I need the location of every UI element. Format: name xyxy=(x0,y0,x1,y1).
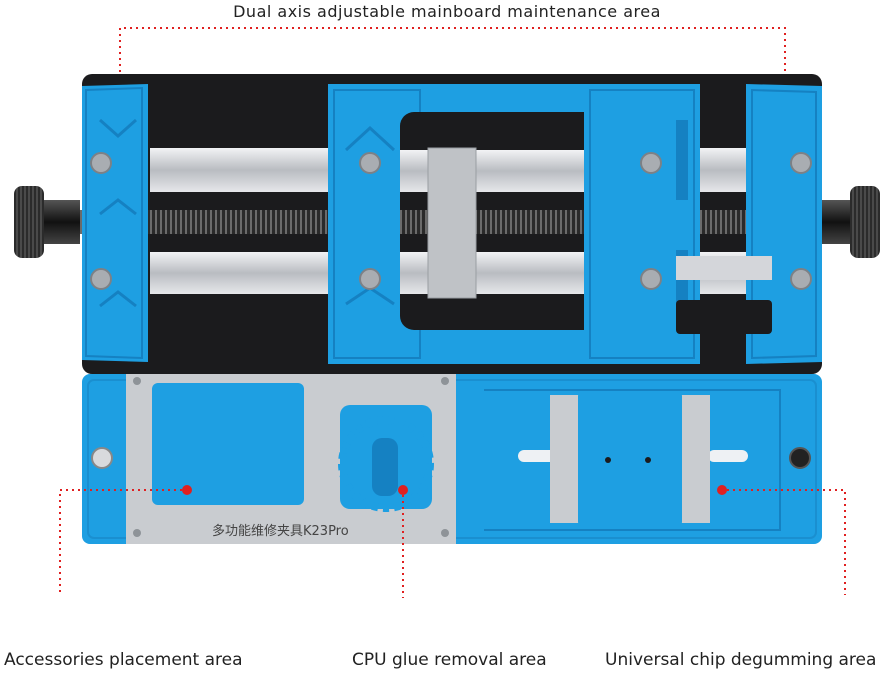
plate-screw-right xyxy=(789,447,811,469)
left-jaw xyxy=(82,84,148,362)
cpu-callout-dot xyxy=(398,485,408,495)
plate-lettering: 多功能维修夹具K23Pro xyxy=(212,524,349,539)
chip-area-label: Universal chip degumming area xyxy=(605,650,877,670)
title-caption: Dual axis adjustable mainboard maintenan… xyxy=(233,2,661,21)
accessories-area-label: Accessories placement area xyxy=(4,650,243,670)
center-frame xyxy=(398,84,612,364)
accessories-callout-dot xyxy=(182,485,192,495)
plate-screw-left xyxy=(91,447,113,469)
cpu-area-label: CPU glue removal area xyxy=(352,650,547,670)
chip-clamp xyxy=(484,389,781,531)
top-callout-line xyxy=(119,27,786,72)
chip-callout-dot xyxy=(717,485,727,495)
left-knob-icon xyxy=(14,186,80,258)
bottom-callout-lines xyxy=(59,489,846,598)
right-jaw xyxy=(676,84,822,364)
center-slider xyxy=(427,147,477,299)
right-knob-icon xyxy=(822,186,880,258)
steel-plate xyxy=(126,374,456,544)
